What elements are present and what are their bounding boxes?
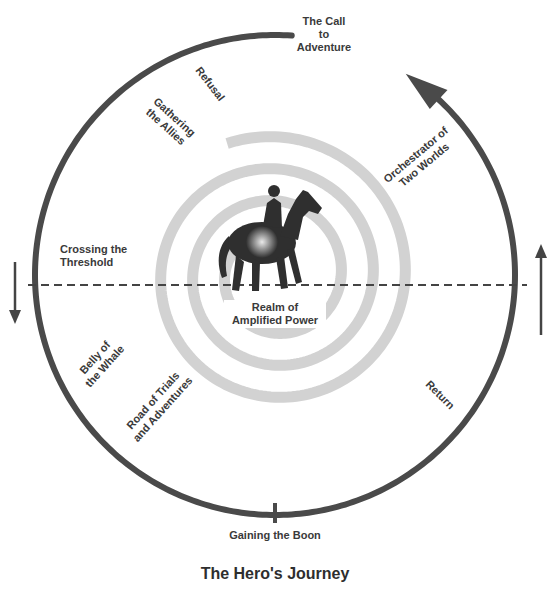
ascent-arrowhead bbox=[535, 244, 547, 258]
stage-label: Road of Trials and Adventures bbox=[120, 364, 197, 445]
stage-label: Belly of the Whale bbox=[72, 333, 128, 391]
inner-spiral bbox=[161, 137, 406, 398]
stage-label: The Call to Adventure bbox=[297, 15, 352, 54]
realm-label: Realm of Amplified Power bbox=[224, 300, 326, 328]
diagram-title: The Hero's Journey bbox=[201, 564, 350, 583]
threshold-line bbox=[28, 284, 527, 286]
journey-circle bbox=[35, 35, 515, 515]
stage-label: Refusal bbox=[193, 64, 228, 103]
rider-body bbox=[263, 198, 282, 228]
horse-leg bbox=[232, 255, 244, 291]
direction-arrowhead bbox=[406, 74, 448, 109]
descent-arrow bbox=[14, 262, 17, 312]
horse-figure bbox=[219, 185, 322, 291]
descent-arrowhead bbox=[9, 310, 21, 324]
ascent-arrow bbox=[540, 256, 543, 335]
threshold-label: Crossing the Threshold bbox=[60, 243, 140, 269]
stage-label: Return bbox=[423, 378, 457, 412]
stage-label: Orchestrator of Two Worlds bbox=[378, 122, 462, 198]
horse-glow bbox=[246, 226, 278, 258]
boon-tick bbox=[273, 503, 277, 523]
stage-label: Gaining the Boon bbox=[229, 529, 321, 542]
horse-leg bbox=[287, 248, 302, 284]
horse-head bbox=[280, 190, 322, 240]
rider-head bbox=[268, 185, 280, 197]
horse-leg bbox=[252, 258, 260, 291]
horse-leg bbox=[276, 256, 288, 289]
stage-label: Gathering the Allies bbox=[139, 92, 201, 151]
